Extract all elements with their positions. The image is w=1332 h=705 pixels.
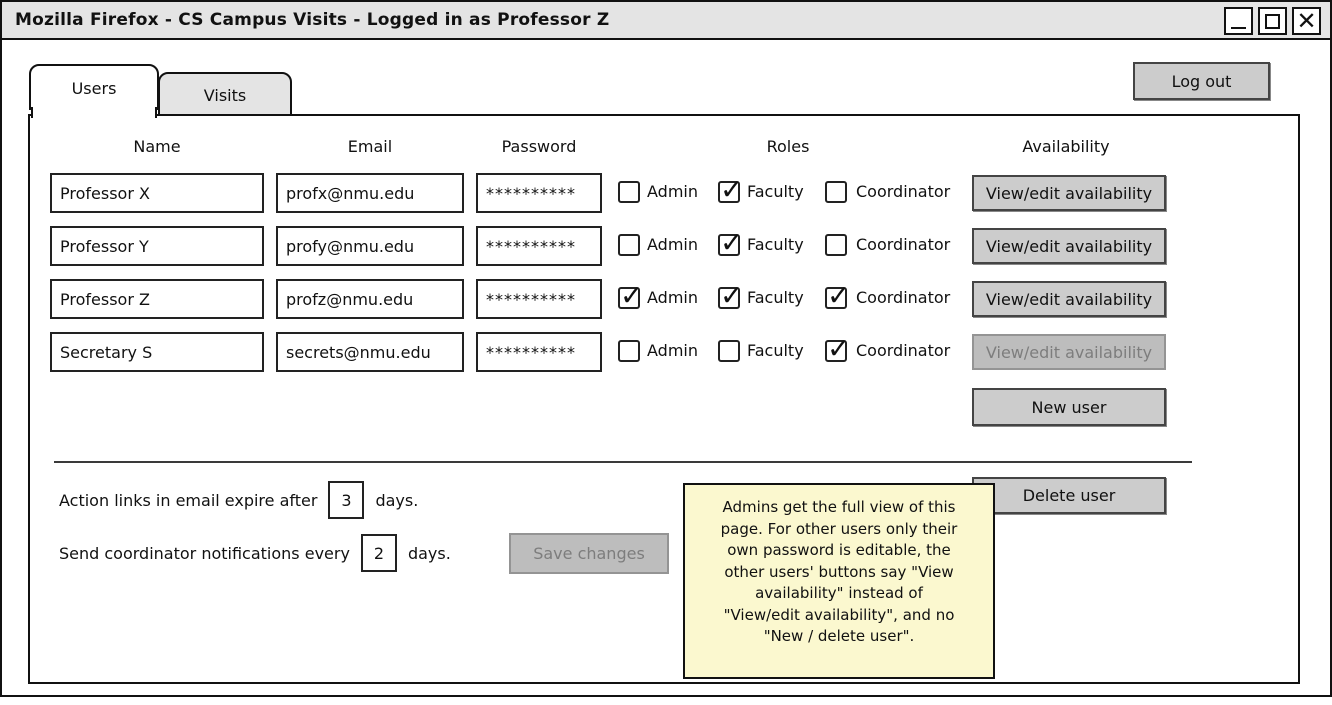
tab-users[interactable]: Users — [29, 64, 159, 110]
section-divider — [54, 461, 1192, 463]
column-header-availability: Availability — [1022, 137, 1110, 156]
notify-setting-row: Send coordinator notifications every day… — [59, 534, 451, 572]
column-header-name: Name — [133, 137, 181, 156]
faculty-checkbox[interactable]: ✓ — [718, 226, 743, 259]
password-input[interactable] — [476, 332, 602, 372]
password-input[interactable] — [476, 279, 602, 319]
expire-days-input[interactable] — [328, 481, 365, 519]
view-edit-availability-button[interactable]: View/edit availability — [972, 281, 1166, 317]
admin-checkbox[interactable]: ✓ — [618, 181, 640, 203]
name-input[interactable] — [50, 279, 264, 319]
users-panel: Name Email Password Roles Availability ✓… — [28, 114, 1300, 684]
name-input[interactable] — [50, 226, 264, 266]
admin-checkbox[interactable]: ✓ — [618, 234, 640, 256]
coordinator-checkbox[interactable]: ✓ — [825, 181, 847, 203]
password-input[interactable] — [476, 226, 602, 266]
checkmark-icon: ✓ — [827, 332, 851, 365]
faculty-label: Faculty — [747, 341, 804, 360]
delete-user-button[interactable]: Delete user — [972, 477, 1166, 514]
maximize-icon — [1265, 13, 1280, 29]
faculty-checkbox[interactable]: ✓ — [718, 340, 740, 362]
minimize-button[interactable] — [1224, 7, 1253, 35]
coordinator-checkbox[interactable]: ✓ — [825, 279, 850, 312]
close-icon: ✕ — [1296, 7, 1317, 35]
admin-label: Admin — [647, 235, 698, 254]
admin-label: Admin — [647, 182, 698, 201]
checkmark-icon: ✓ — [827, 279, 851, 312]
maximize-button[interactable] — [1258, 7, 1287, 35]
expire-setting-label: Action links in email expire after — [59, 490, 318, 510]
close-button[interactable]: ✕ — [1292, 7, 1321, 35]
faculty-label: Faculty — [747, 235, 804, 254]
name-input[interactable] — [50, 332, 264, 372]
tab-users-notch — [31, 107, 157, 118]
admin-checkbox[interactable]: ✓ — [618, 279, 643, 312]
coordinator-label: Coordinator — [856, 288, 951, 307]
admin-note: Admins get the full view of this page. F… — [683, 483, 995, 679]
column-header-roles: Roles — [766, 137, 810, 156]
view-edit-availability-button[interactable]: View/edit availability — [972, 228, 1166, 264]
logout-button[interactable]: Log out — [1133, 62, 1270, 100]
email-input[interactable] — [276, 332, 464, 372]
email-input[interactable] — [276, 173, 464, 213]
minimize-icon — [1231, 27, 1246, 29]
notify-days-input[interactable] — [360, 534, 397, 572]
checkmark-icon: ✓ — [720, 226, 744, 259]
view-edit-availability-button[interactable]: View/edit availability — [972, 175, 1166, 211]
tab-visits[interactable]: Visits — [158, 72, 292, 117]
admin-label: Admin — [647, 288, 698, 307]
table-row: ✓ Admin ✓ Faculty ✓ Coordinator View/edi… — [30, 226, 1298, 266]
save-changes-button[interactable]: Save changes — [509, 533, 669, 574]
coordinator-label: Coordinator — [856, 235, 951, 254]
email-input[interactable] — [276, 279, 464, 319]
email-input[interactable] — [276, 226, 464, 266]
faculty-label: Faculty — [747, 182, 804, 201]
password-input[interactable] — [476, 173, 602, 213]
faculty-checkbox[interactable]: ✓ — [718, 173, 743, 206]
faculty-label: Faculty — [747, 288, 804, 307]
notify-setting-label: Send coordinator notifications every — [59, 543, 350, 563]
checkmark-icon: ✓ — [720, 173, 744, 206]
new-user-button[interactable]: New user — [972, 388, 1166, 426]
view-availability-button-disabled[interactable]: View/edit availability — [972, 334, 1166, 370]
name-input[interactable] — [50, 173, 264, 213]
window-controls: ✕ — [1224, 7, 1321, 35]
window-title: Mozilla Firefox - CS Campus Visits - Log… — [15, 10, 610, 30]
admin-checkbox[interactable]: ✓ — [618, 340, 640, 362]
coordinator-label: Coordinator — [856, 341, 951, 360]
table-row: ✓ Admin ✓ Faculty ✓ Coordinator View/edi… — [30, 173, 1298, 213]
coordinator-checkbox[interactable]: ✓ — [825, 234, 847, 256]
coordinator-checkbox[interactable]: ✓ — [825, 332, 850, 365]
expire-setting-row: Action links in email expire after days. — [59, 481, 418, 519]
checkmark-icon: ✓ — [620, 279, 644, 312]
expire-setting-suffix: days. — [375, 490, 419, 510]
admin-label: Admin — [647, 341, 698, 360]
checkmark-icon: ✓ — [720, 279, 744, 312]
table-row: ✓ Admin ✓ Faculty ✓ Coordinator View/edi… — [30, 332, 1298, 372]
title-bar: Mozilla Firefox - CS Campus Visits - Log… — [2, 2, 1330, 40]
coordinator-label: Coordinator — [856, 182, 951, 201]
table-row: ✓ Admin ✓ Faculty ✓ Coordinator View/edi… — [30, 279, 1298, 319]
faculty-checkbox[interactable]: ✓ — [718, 279, 743, 312]
column-header-email: Email — [347, 137, 393, 156]
column-header-password: Password — [501, 137, 577, 156]
notify-setting-suffix: days. — [407, 543, 451, 563]
